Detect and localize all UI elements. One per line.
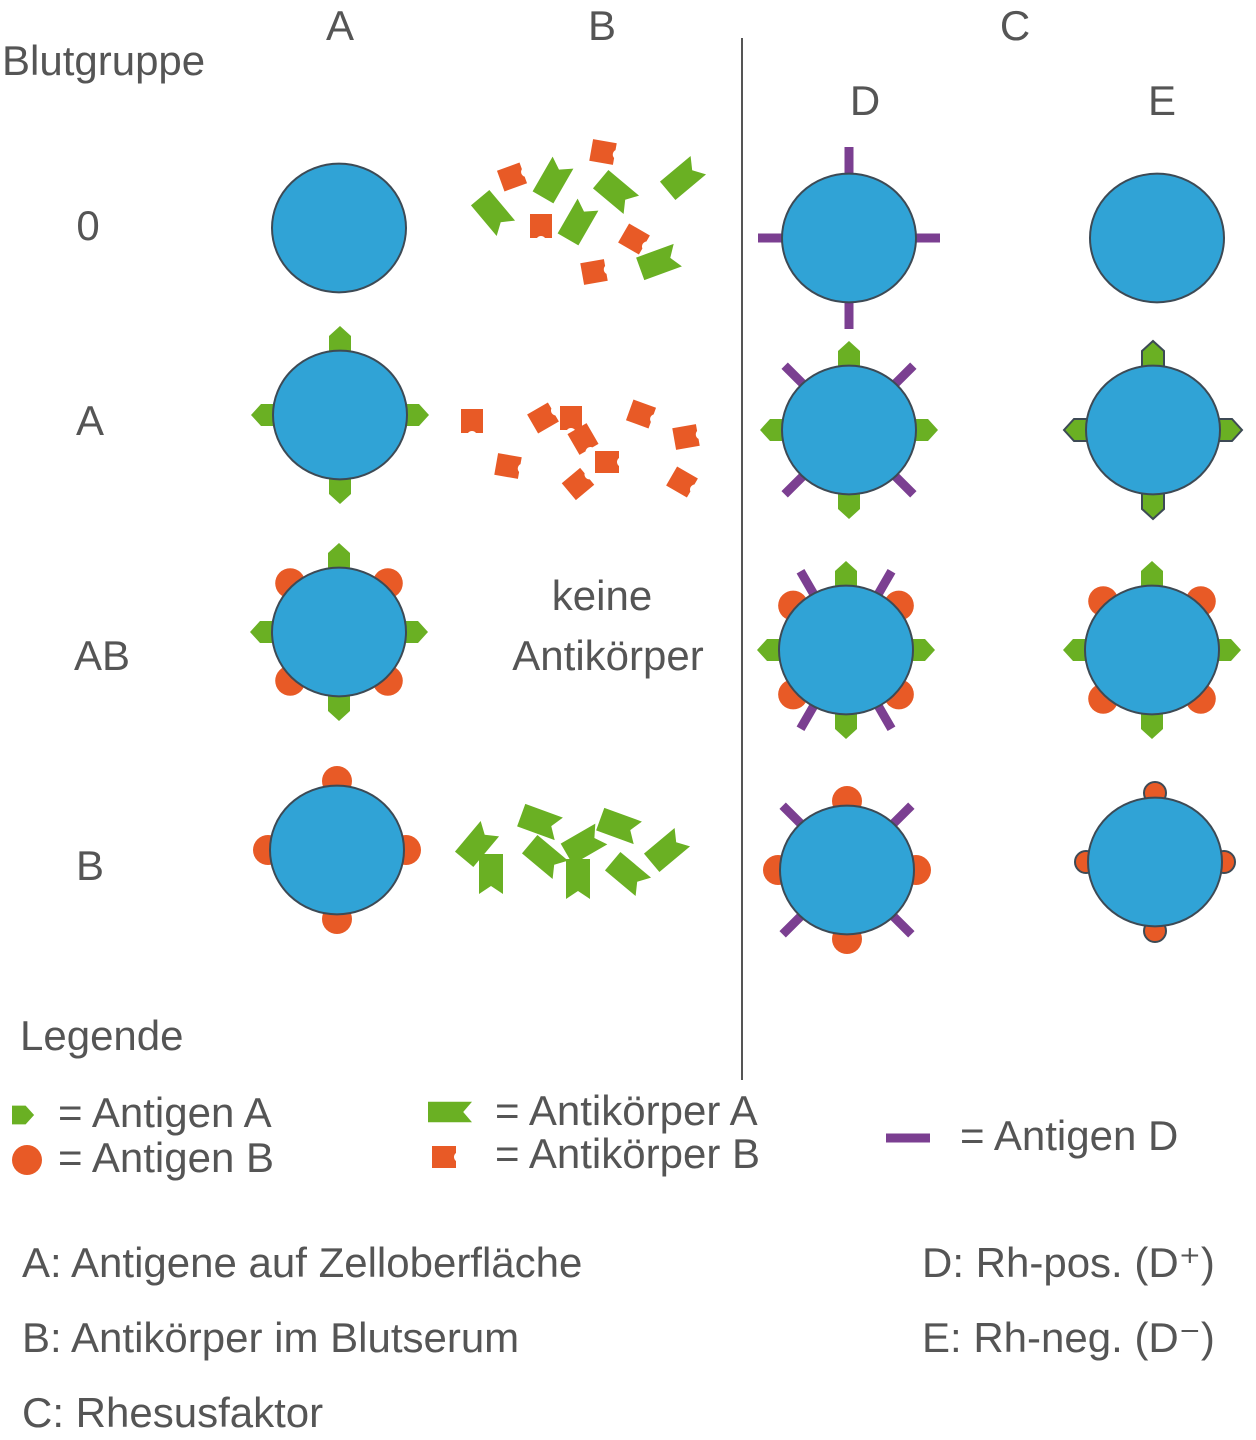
antibody-b <box>560 406 582 430</box>
note-d: D: Rh-pos. (D⁺) <box>922 1239 1215 1286</box>
antibody-b <box>672 424 700 450</box>
antibody-a <box>532 156 574 204</box>
antibody-b <box>589 139 617 165</box>
antigen-a <box>1141 713 1163 739</box>
antibody-a <box>636 243 682 281</box>
antibody-b <box>461 409 483 433</box>
note-c: C: Rhesusfaktor <box>22 1389 323 1436</box>
antibody-b <box>561 467 595 501</box>
antigen-a <box>1141 561 1163 587</box>
column-header-c: C <box>1000 2 1030 49</box>
legend-title: Legende <box>20 1012 184 1059</box>
red-blood-cell <box>1085 364 1221 496</box>
note-e: E: Rh-neg. (D⁻) <box>922 1314 1215 1361</box>
legend-antigen-a: = Antigen A <box>58 1089 272 1136</box>
antibody-b <box>527 402 559 434</box>
row-label-b: B <box>76 842 104 889</box>
antibody-b <box>580 259 608 285</box>
antibodies-layer <box>454 139 707 899</box>
row-label-0: 0 <box>76 202 99 249</box>
antigen-a-icon <box>12 1105 35 1125</box>
antibody-a <box>659 155 707 201</box>
antibody-b <box>494 453 522 479</box>
cell-3 <box>253 766 421 934</box>
cell-5 <box>760 341 938 519</box>
antigen-b-icon <box>12 1145 42 1175</box>
cell-2 <box>250 543 428 721</box>
column-header-e: E <box>1148 77 1176 124</box>
antigen-a <box>1141 492 1165 520</box>
antibody-a <box>470 189 516 237</box>
cell-8 <box>1089 172 1225 304</box>
red-blood-cell <box>269 784 405 916</box>
antibody-a <box>479 854 503 894</box>
antibody-b <box>666 466 698 498</box>
legend-antibody-a: = Antikörper A <box>495 1087 758 1134</box>
red-blood-cell <box>781 172 917 304</box>
antibody-b <box>595 451 619 473</box>
cell-0 <box>271 162 407 294</box>
antibody-a <box>596 807 642 845</box>
cell-9 <box>1063 340 1243 520</box>
antigen-a <box>838 341 860 367</box>
antibody-b <box>618 223 650 255</box>
antibody-a <box>592 169 640 215</box>
column-header-d: D <box>850 77 880 124</box>
red-blood-cell <box>1087 796 1223 928</box>
antibody-a <box>557 198 599 246</box>
antibody-a <box>521 834 569 880</box>
antibody-b <box>625 399 657 429</box>
row-label-a: A <box>76 397 104 444</box>
legend-antibody-b: = Antikörper B <box>495 1130 760 1177</box>
no-antibodies-line1: keine <box>552 572 652 619</box>
antigen-a <box>329 478 351 504</box>
antibody-a <box>643 827 691 873</box>
red-blood-cell <box>272 349 408 481</box>
column-header-a: A <box>326 2 354 49</box>
antibody-a <box>517 803 563 841</box>
antigen-a <box>328 543 350 569</box>
red-blood-cell <box>779 804 915 936</box>
antigen-a <box>328 695 350 721</box>
red-blood-cell <box>778 584 914 716</box>
cell-6 <box>757 561 935 739</box>
legend-antigen-b: = Antigen B <box>58 1134 274 1181</box>
row-header: Blutgruppe <box>2 37 205 84</box>
antigen-a <box>835 713 857 739</box>
antibody-b <box>530 214 552 238</box>
antibody-b <box>496 162 528 192</box>
note-b: B: Antikörper im Blutserum <box>22 1314 519 1361</box>
cell-7 <box>763 786 931 954</box>
cells-layer <box>250 147 1243 954</box>
column-header-b: B <box>588 2 616 49</box>
antigen-a <box>838 493 860 519</box>
red-blood-cell <box>1089 172 1225 304</box>
antigen-a <box>835 561 857 587</box>
row-label-ab: AB <box>74 632 130 679</box>
cell-11 <box>1074 781 1236 943</box>
red-blood-cell <box>781 364 917 496</box>
antibody-b-icon <box>432 1146 456 1168</box>
legend-antigen-d: = Antigen D <box>960 1112 1178 1159</box>
antibody-a-icon <box>428 1101 472 1123</box>
antibody-a <box>604 851 652 897</box>
cell-4 <box>758 147 940 329</box>
note-a: A: Antigene auf Zelloberfläche <box>22 1239 582 1286</box>
cell-1 <box>251 326 429 504</box>
red-blood-cell <box>271 162 407 294</box>
cell-10 <box>1063 561 1241 739</box>
no-antibodies-line2: Antikörper <box>512 632 703 679</box>
antigen-a <box>329 326 351 352</box>
antigen-a <box>1141 340 1165 368</box>
red-blood-cell <box>271 566 407 698</box>
red-blood-cell <box>1084 584 1220 716</box>
antibody-a <box>566 859 590 899</box>
